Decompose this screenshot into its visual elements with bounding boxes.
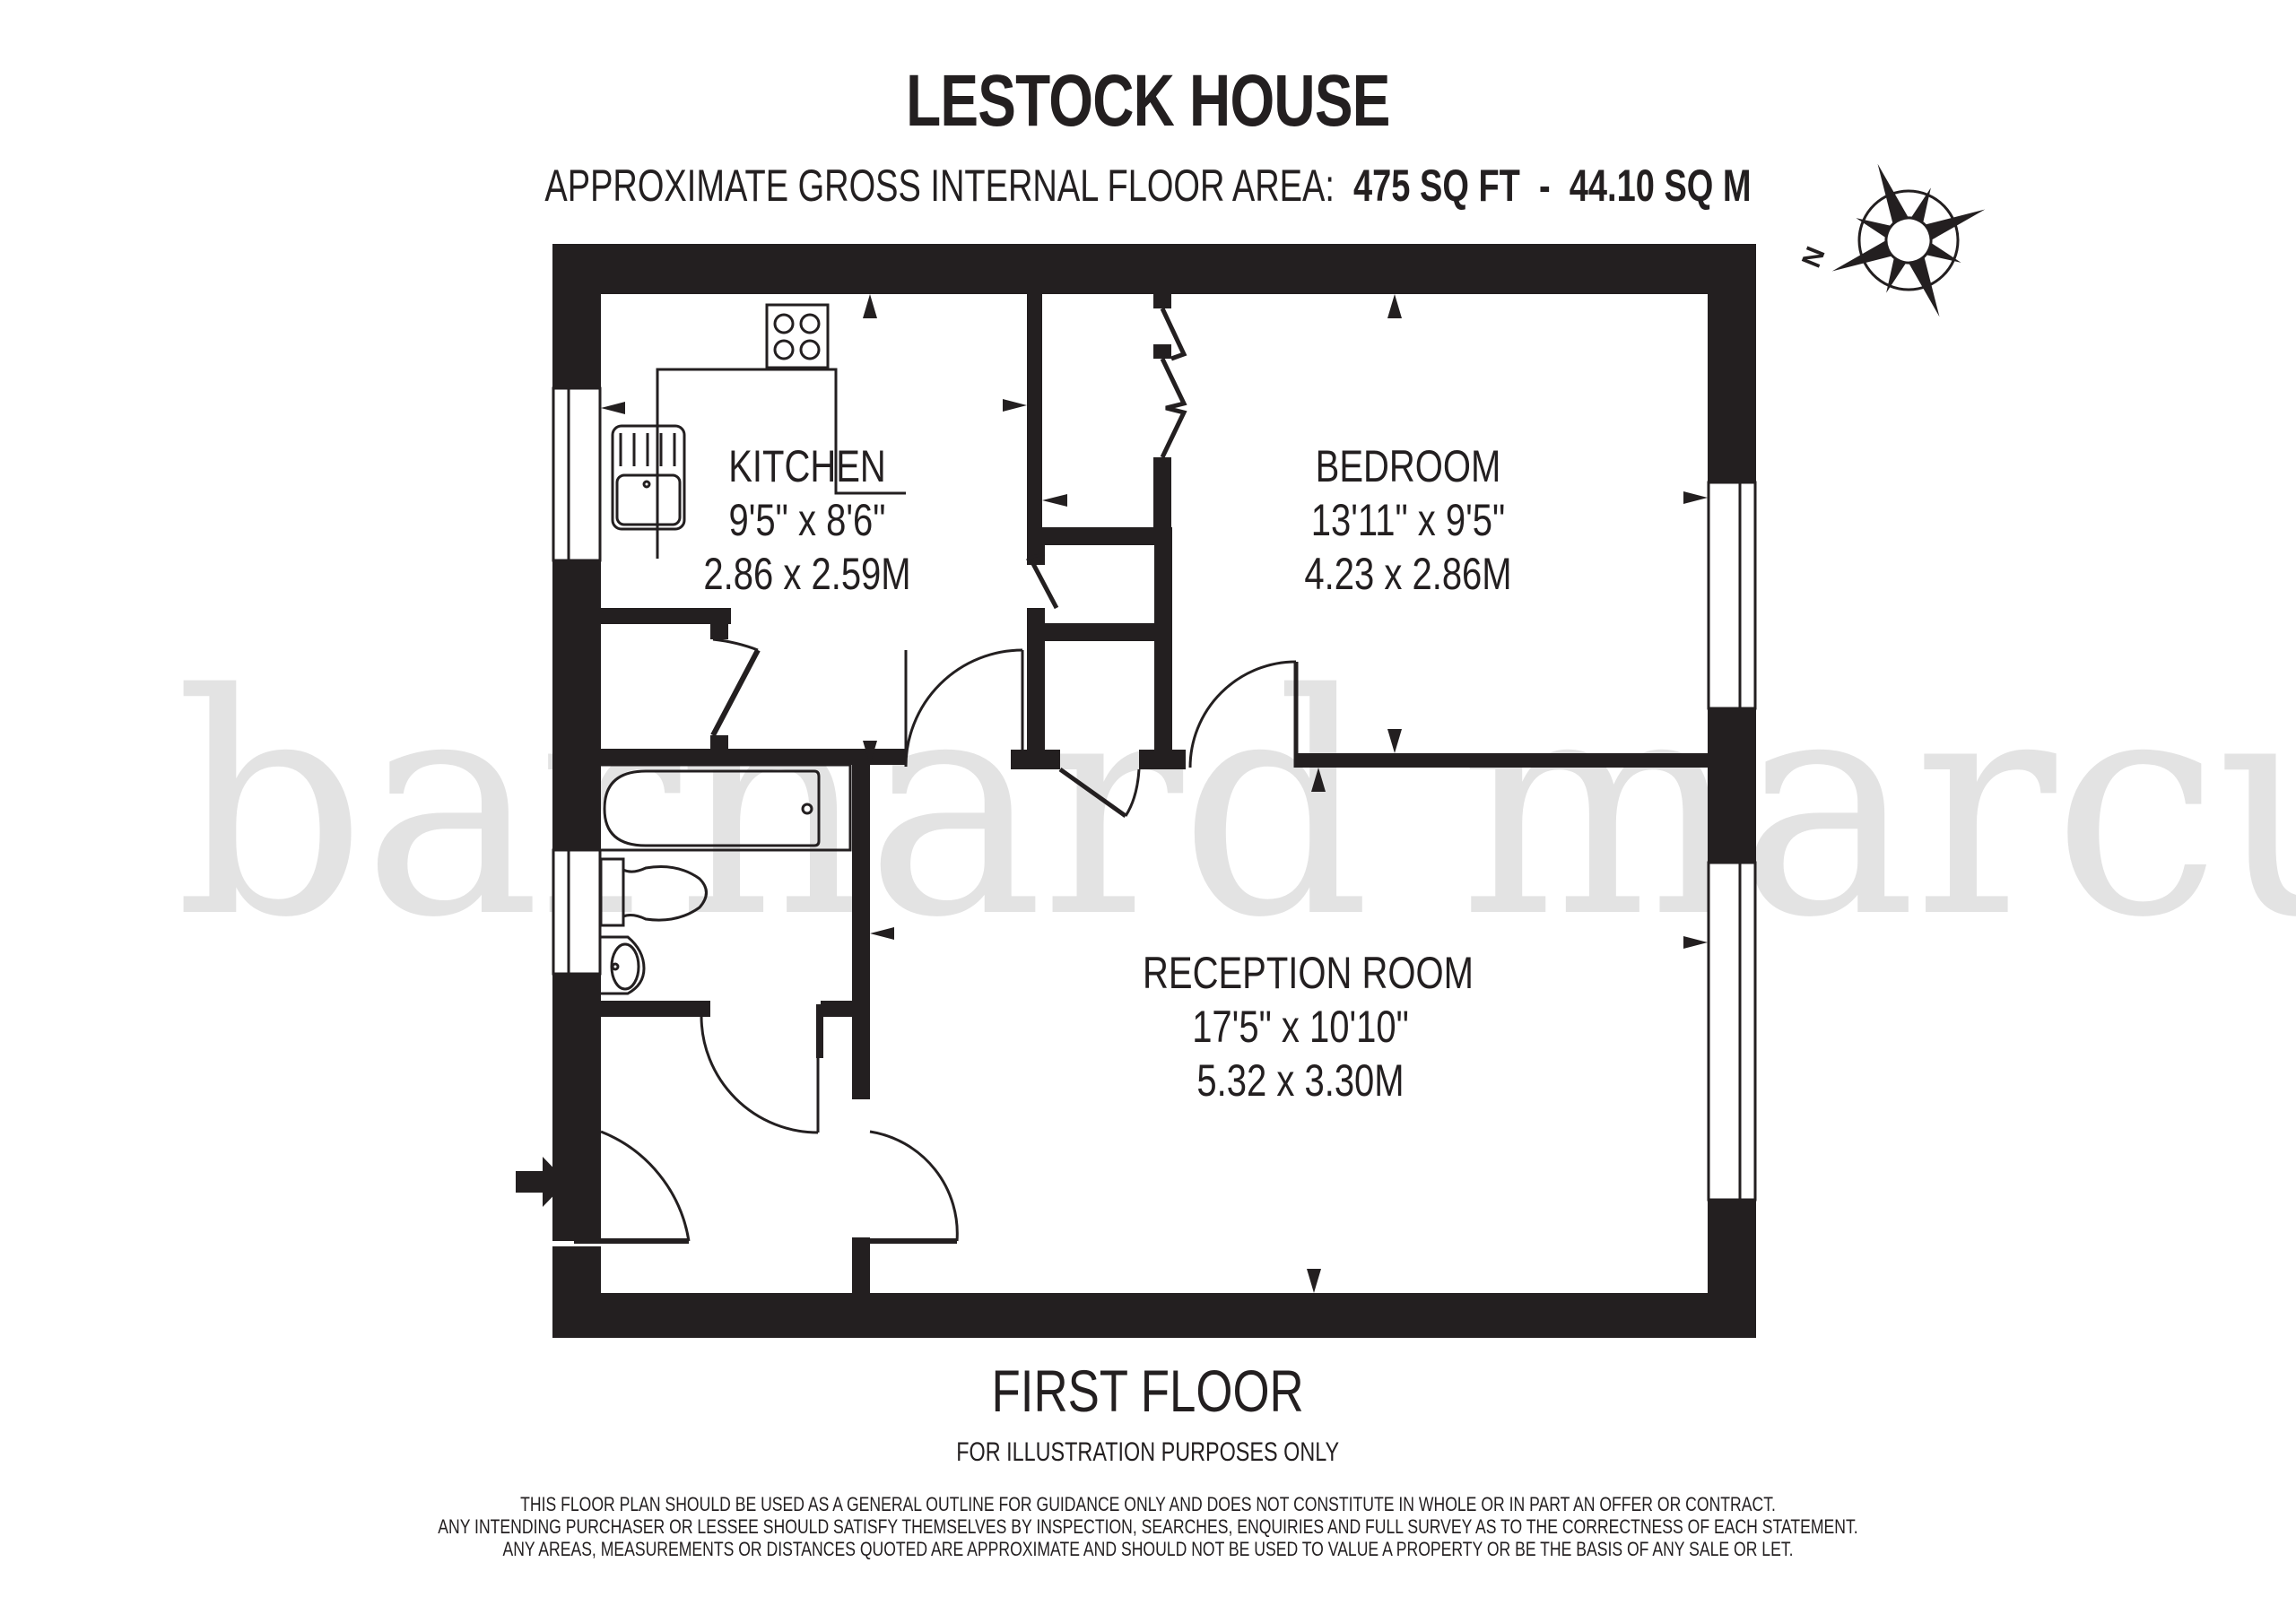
door-swing-entrance [600, 1130, 691, 1242]
doors [574, 307, 1299, 1244]
window-bedroom [1707, 481, 1757, 710]
door-swing-reception [869, 1130, 959, 1242]
room-label-bedroom: BEDROOM 13'11" x 9'5" 4.23 x 2.86M [1286, 439, 1530, 601]
fixtures [593, 303, 906, 995]
floor-area-text: APPROXIMATE GROSS INTERNAL FLOOR AREA: 4… [544, 163, 1751, 208]
store-wall-post [710, 608, 728, 639]
walls [552, 244, 1756, 1338]
room-dimensions-metric: 5.32 x 3.30M [1196, 1055, 1405, 1106]
cupboard-wall-stub [1027, 538, 1045, 565]
disclaimer-line: THIS FLOOR PLAN SHOULD BE USED AS A GENE… [520, 1493, 1776, 1515]
basin-icon [601, 935, 646, 995]
property-title: LESTOCK HOUSE [906, 60, 1390, 142]
outer-wall-left-lower [552, 1246, 601, 1338]
wardrobe-post [1153, 344, 1171, 359]
measurement-markers [601, 294, 1708, 1293]
brand-watermark: barnard marcus [175, 629, 2296, 985]
wardrobe-post [1153, 294, 1171, 308]
cupboard-wall-base-left [1011, 750, 1060, 769]
bathroom-door-stop [816, 1004, 823, 1058]
window-bathroom [552, 848, 602, 976]
toilet-icon [599, 857, 708, 927]
wall-hall-reception-lower [852, 1237, 870, 1293]
illustration-note-container: FOR ILLUSTRATION PURPOSES ONLY [0, 1439, 2296, 1466]
store-wall-top [601, 608, 731, 624]
wall-bedroom-reception [1298, 753, 1710, 768]
cupboard-wall-top [1027, 527, 1172, 545]
store-wall-post [710, 735, 728, 753]
room-label-reception: RECEPTION ROOM 17'5" x 10'10" 5.32 x 3.3… [1143, 946, 1474, 1107]
room-label-kitchen: KITCHEN 9'5" x 8'6" 2.86 x 2.59M [692, 439, 922, 601]
partition-kitchen-wardrobe [1027, 294, 1042, 529]
floor-area-line: APPROXIMATE GROSS INTERNAL FLOOR AREA: 4… [0, 163, 2296, 208]
floor-area-label: APPROXIMATE GROSS INTERNAL FLOOR AREA: [544, 161, 1335, 211]
bath-icon [593, 763, 852, 852]
outer-wall-bottom [552, 1293, 1756, 1338]
hob-icon [765, 303, 830, 369]
entrance-arrow-icon [516, 1157, 567, 1207]
door-swing-kitchen [904, 648, 1023, 768]
floor-area-separator: - [1539, 161, 1551, 211]
disclaimer-line: ANY AREAS, MEASUREMENTS OR DISTANCES QUO… [502, 1538, 1794, 1560]
outer-wall-top [552, 244, 1756, 294]
floor-area-sqft: 475 SQ FT [1353, 161, 1520, 211]
sink-icon [611, 424, 686, 531]
door-swing-bathroom [700, 1015, 819, 1134]
window-kitchen [552, 386, 602, 562]
floor-area-sqm: 44.10 SQ M [1569, 161, 1752, 211]
window-reception [1707, 861, 1757, 1202]
windows [552, 386, 1757, 1202]
wall-bathroom-bottom [601, 1001, 710, 1017]
wall-bathroom-right [852, 765, 870, 1099]
wall-kitchen-bathroom [601, 749, 906, 765]
room-name: BEDROOM [1315, 441, 1501, 491]
room-dimensions-metric: 2.86 x 2.59M [703, 549, 911, 599]
disclaimer-line: ANY INTENDING PURCHASER OR LESSEE SHOULD… [438, 1515, 1858, 1538]
wall-bathroom-bottom-right [821, 1001, 857, 1017]
floor-name: FIRST FLOOR [991, 1358, 1305, 1424]
cupboard-wall-left [1027, 608, 1045, 769]
room-dimensions-imperial: 9'5" x 8'6" [728, 495, 886, 545]
cupboard-shelf-divider [1027, 623, 1172, 641]
illustration-note: FOR ILLUSTRATION PURPOSES ONLY [956, 1437, 1340, 1467]
wardrobe-post [1153, 457, 1171, 529]
floor-name-container: FIRST FLOOR [0, 1361, 2296, 1420]
compass-north-label: N [1796, 243, 1831, 272]
room-dimensions-metric: 4.23 x 2.86M [1304, 549, 1512, 599]
room-name: RECEPTION ROOM [1143, 948, 1474, 998]
room-dimensions-imperial: 13'11" x 9'5" [1310, 495, 1506, 545]
room-name: KITCHEN [728, 441, 886, 491]
room-dimensions-imperial: 17'5" x 10'10" [1192, 1002, 1409, 1052]
door-swing-bedroom [1188, 660, 1297, 768]
cupboard-wall-base-right [1139, 750, 1186, 769]
disclaimer: THIS FLOOR PLAN SHOULD BE USED AS A GENE… [0, 1493, 2296, 1560]
title-container: LESTOCK HOUSE [0, 65, 2296, 138]
cupboard-wall-right [1154, 527, 1172, 769]
compass-rose-icon [1831, 163, 1986, 317]
worktop-outline [656, 368, 906, 559]
